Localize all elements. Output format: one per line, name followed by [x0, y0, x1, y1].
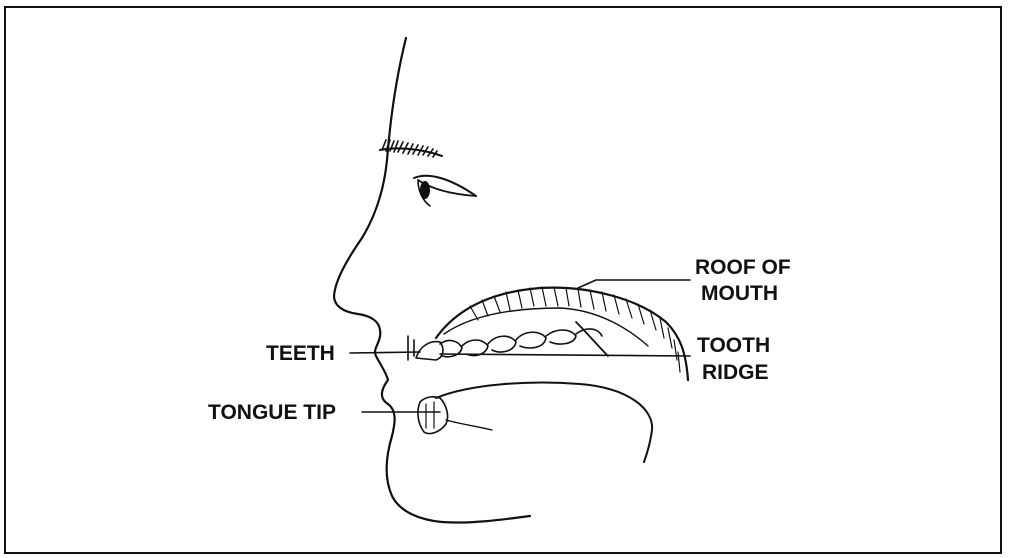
teeth-leader-line: [350, 352, 420, 353]
roof-leader-line: [578, 280, 690, 288]
label-tooth-ridge-line1: TOOTH: [697, 334, 770, 358]
eye: [414, 176, 476, 206]
roof-of-mouth: [436, 287, 688, 380]
lower-jaw: [418, 383, 652, 462]
eyebrow: [380, 140, 442, 157]
label-roof-of-mouth-line2: MOUTH: [701, 282, 778, 306]
lip-mark: [408, 336, 414, 360]
face-profile: [334, 38, 530, 523]
label-tooth-ridge-line2: RIDGE: [702, 361, 769, 385]
label-teeth: TEETH: [266, 342, 335, 366]
label-tongue-tip: TONGUE TIP: [208, 401, 336, 425]
label-roof-of-mouth-line1: ROOF OF: [695, 256, 791, 280]
